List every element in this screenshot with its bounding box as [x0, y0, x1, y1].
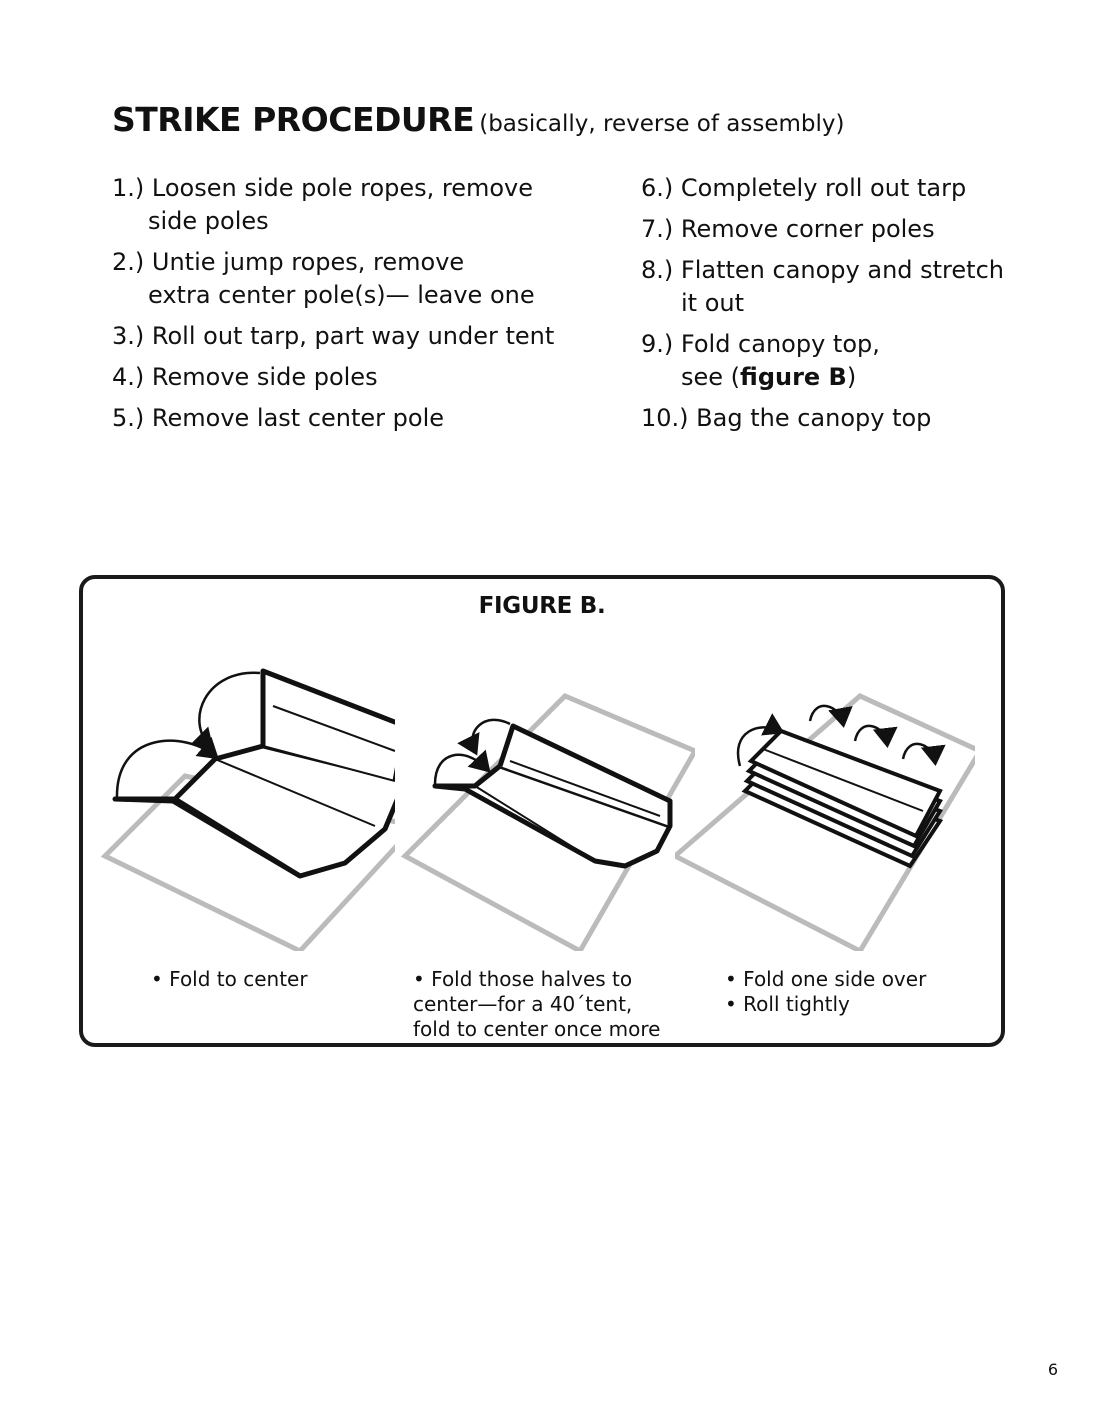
- caption-fold-and-roll: • Fold one side over • Roll tightly: [725, 967, 927, 1016]
- step-8: 8.) Flatten canopy and stretch it out: [641, 256, 1004, 317]
- step-10: 10.) Bag the canopy top: [641, 404, 932, 432]
- steps-right-column: 6.) Completely roll out tarp 7.) Remove …: [641, 172, 1061, 443]
- step-7: 7.) Remove corner poles: [641, 215, 935, 243]
- step-4: 4.) Remove side poles: [112, 363, 378, 391]
- step-9: 9.) Fold canopy top, see (figure B): [641, 330, 880, 391]
- fold-and-roll-illustration: [675, 693, 975, 951]
- step-1: 1.) Loosen side pole ropes, remove side …: [112, 174, 534, 235]
- heading-subtitle: (basically, reverse of assembly): [479, 111, 845, 137]
- figure-b-box: FIGURE B.: [79, 575, 1005, 1047]
- step-3: 3.) Roll out tarp, part way under tent: [112, 322, 555, 350]
- step-2: 2.) Untie jump ropes, remove extra cente…: [112, 248, 535, 309]
- steps-left-column: 1.) Loosen side pole ropes, remove side …: [112, 172, 592, 443]
- fold-to-center-illustration: [100, 668, 395, 951]
- figure-title: FIGURE B.: [478, 593, 606, 619]
- page-heading: STRIKE PROCEDURE (basically, reverse of …: [112, 100, 844, 139]
- step-6: 6.) Completely roll out tarp: [641, 174, 967, 202]
- fold-halves-illustration: [400, 693, 695, 951]
- caption-fold-halves: • Fold those halves to center—for a 40´t…: [413, 967, 661, 1041]
- page-number: 6: [1047, 1360, 1058, 1379]
- heading-title: STRIKE PROCEDURE: [112, 100, 475, 139]
- figure-reference: figure B: [740, 363, 847, 391]
- caption-fold-to-center: • Fold to center: [151, 967, 308, 991]
- step-5: 5.) Remove last center pole: [112, 404, 445, 432]
